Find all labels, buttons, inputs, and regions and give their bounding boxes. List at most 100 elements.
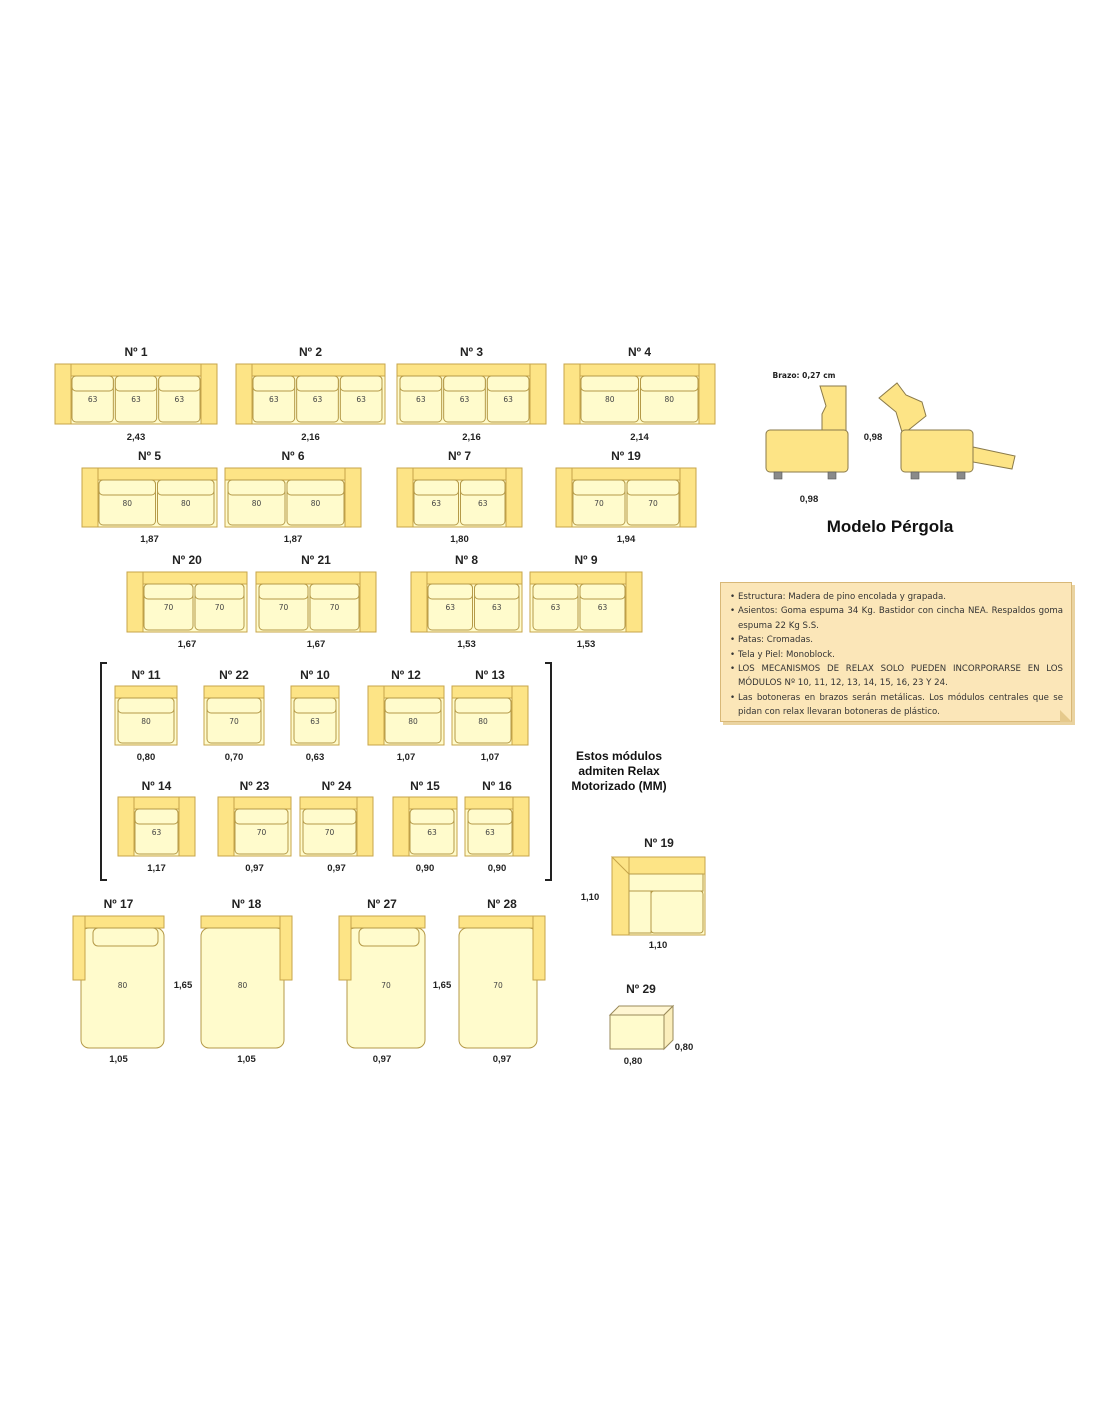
seat-width: 70 — [164, 603, 174, 612]
back-cushion — [71, 375, 114, 392]
seat-width: 70 — [493, 981, 503, 990]
back-cushion — [443, 375, 486, 392]
spec-legs: Patas: Cromadas. — [730, 633, 1063, 648]
pouf-module: Nº 29 0,80 0,80 — [608, 982, 694, 1067]
seat-width: 63 — [310, 717, 320, 726]
module-label: Nº 19 — [611, 449, 641, 463]
back-cushion — [117, 697, 175, 714]
module-label: Nº 21 — [301, 553, 331, 567]
seat-width: 80 — [408, 717, 418, 726]
seat-width: 63 — [431, 499, 441, 508]
module-width: 1,05 — [109, 1054, 128, 1065]
seat-width: 63 — [416, 395, 426, 404]
profile-height: 0,98 — [864, 432, 883, 443]
module-width: 1,07 — [481, 752, 500, 763]
module-width: 0,90 — [416, 863, 435, 874]
sofa-module: Nº 7 63 63 1,80 — [396, 449, 523, 545]
chaise-length-right: 1,65 — [433, 980, 452, 991]
seat-width: 63 — [460, 395, 470, 404]
seat-width: 63 — [427, 828, 437, 837]
seat-width: 80 — [252, 499, 262, 508]
seat-width: 63 — [478, 499, 488, 508]
module-label: Nº 1 — [124, 345, 147, 359]
back-cushion — [206, 697, 262, 714]
module-width: 0,70 — [225, 752, 244, 763]
seat-width: 80 — [664, 395, 674, 404]
seat-width: 63 — [503, 395, 513, 404]
seat-width: 63 — [485, 828, 495, 837]
back-cushion — [258, 583, 309, 600]
sofa-module: Nº 22 70 0,70 — [203, 668, 265, 763]
seat-width: 80 — [311, 499, 321, 508]
back-cushion — [454, 697, 512, 714]
seat-width: 80 — [122, 499, 132, 508]
module-width: 1,67 — [307, 639, 326, 650]
chaise-length-left: 1,65 — [174, 980, 193, 991]
module-width: 0,90 — [488, 863, 507, 874]
back-cushion — [286, 479, 345, 496]
seat-width: 80 — [478, 717, 488, 726]
seat-width: 63 — [445, 603, 455, 612]
seat-width: 70 — [381, 981, 391, 990]
back-cushion — [134, 808, 179, 825]
module-width: 1,07 — [397, 752, 416, 763]
module-width: 1,80 — [450, 534, 469, 545]
back-cushion — [302, 808, 357, 825]
back-cushion — [293, 697, 337, 714]
module-label: Nº 14 — [142, 779, 172, 793]
module-label: Nº 8 — [455, 553, 478, 567]
relax-bracket-right — [545, 662, 552, 881]
seat-width: 63 — [88, 395, 98, 404]
model-title: Modelo Pérgola — [827, 517, 954, 536]
module-label: Nº 11 — [131, 668, 160, 682]
module-width: 2,14 — [630, 432, 649, 443]
back-cushion — [194, 583, 245, 600]
back-cushion — [486, 375, 530, 392]
corner-module-label: Nº 19 — [644, 836, 674, 850]
spec-seats: Asientos: Goma espuma 34 Kg. Bastidor co… — [730, 604, 1063, 633]
module-label: Nº 22 — [219, 668, 249, 682]
back-cushion — [626, 479, 680, 496]
seat-width: 70 — [257, 828, 267, 837]
back-cushion — [572, 479, 626, 496]
module-label: Nº 9 — [574, 553, 597, 567]
back-cushion — [474, 583, 520, 600]
back-cushion — [252, 375, 296, 392]
pouf-depth: 0,80 — [675, 1042, 694, 1053]
seat-width: 70 — [594, 499, 604, 508]
module-label: Nº 17 — [104, 897, 134, 911]
profile-drawing: Brazo: 0,27 cm 0,98 0,98 Modelo Pérgola — [765, 371, 1016, 536]
module-label: Nº 7 — [448, 449, 471, 463]
relax-note-line-1: Estos módulos — [576, 749, 662, 763]
seat-width: 80 — [238, 981, 248, 990]
module-label: Nº 3 — [460, 345, 483, 359]
relax-note-line-2: admiten Relax — [578, 764, 660, 778]
module-label: Nº 24 — [322, 779, 352, 793]
module-label: Nº 28 — [487, 897, 517, 911]
arm-width-label: Brazo: 0,27 cm — [773, 371, 836, 380]
pouf-width: 0,80 — [624, 1056, 643, 1067]
module-width: 2,16 — [462, 432, 481, 443]
seat-width: 70 — [229, 717, 239, 726]
module-label: Nº 6 — [281, 449, 304, 463]
spec-fabric: Tela y Piel: Monoblock. — [730, 648, 1063, 663]
module-width: 1,53 — [457, 639, 476, 650]
module-label: Nº 15 — [410, 779, 440, 793]
seat-width: 70 — [325, 828, 335, 837]
